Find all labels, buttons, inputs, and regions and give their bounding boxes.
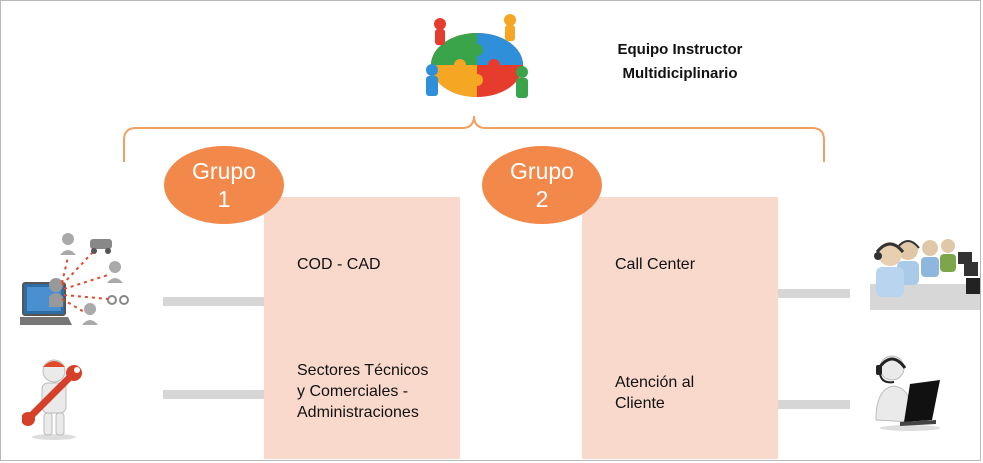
group-2-label: Grupo (510, 158, 574, 184)
puzzle-team-icon (426, 14, 528, 98)
item-line: Cliente (615, 395, 665, 412)
item-line: Call Center (615, 256, 696, 273)
connector-technician (163, 390, 264, 399)
group-2-item-atencion: Atención al Cliente (615, 372, 694, 414)
item-line: Atención al (615, 374, 695, 391)
dispatch-network-icon (20, 233, 129, 325)
connector-dispatch (163, 297, 264, 306)
group-2-item-call-center: Call Center (615, 254, 695, 275)
title-line-2: Multidiciplinario (622, 65, 738, 82)
group-1-item-cod-cad: COD - CAD (297, 254, 381, 275)
item-line: y Comerciales - (297, 383, 409, 400)
item-line: Administraciones (297, 404, 419, 421)
group-2-box (582, 197, 778, 459)
group-brace (123, 115, 825, 162)
group-2-badge: Grupo 2 (482, 146, 602, 224)
group-1-label: Grupo (192, 158, 256, 184)
group-1-item-sectores: Sectores Técnicos y Comerciales - Admini… (297, 360, 428, 423)
connector-call-center (778, 289, 850, 298)
diagram-title: Equipo Instructor Multidiciplinario (580, 38, 780, 86)
item-line: COD - CAD (297, 256, 381, 273)
headset-laptop-icon (875, 355, 940, 431)
group-2-number: 2 (535, 186, 549, 212)
group-1-badge: Grupo 1 (164, 146, 284, 224)
technician-wrench-icon (22, 359, 82, 440)
item-line: Sectores Técnicos (297, 362, 429, 379)
group-1-number: 1 (217, 186, 231, 212)
connector-customer-service (778, 400, 850, 409)
call-center-operators-icon (870, 239, 980, 310)
title-line-1: Equipo Instructor (617, 41, 743, 58)
group-1-box (264, 197, 460, 459)
